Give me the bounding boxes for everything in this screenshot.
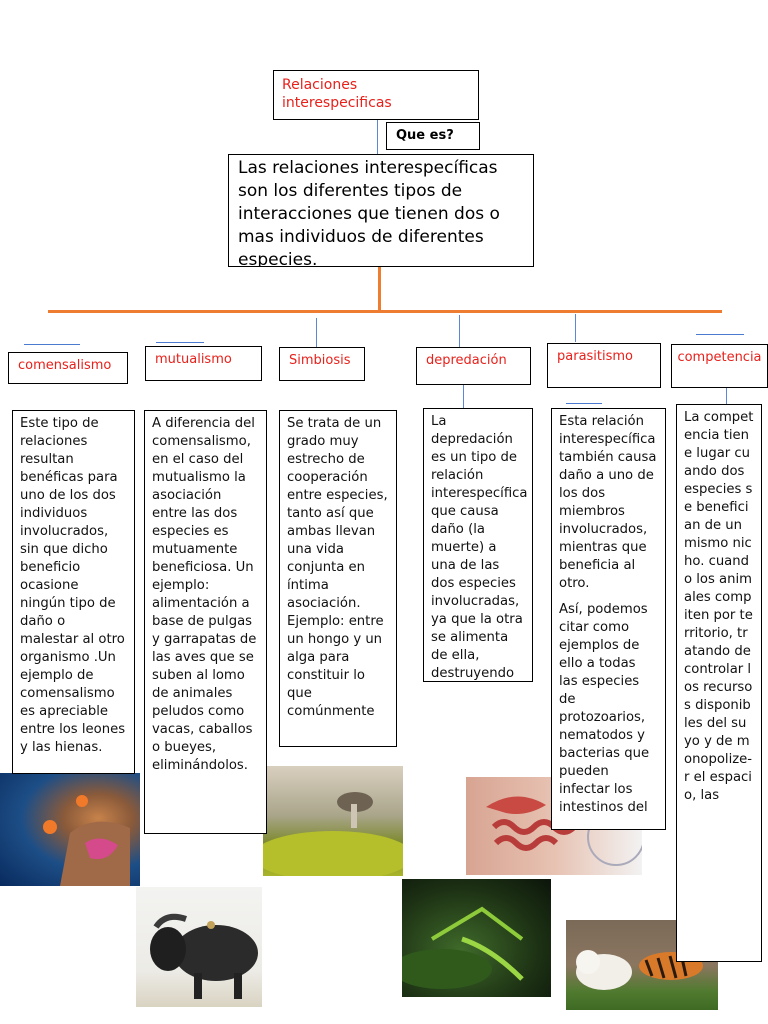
connector-simbiosis — [316, 318, 317, 348]
label-competencia: competencia — [671, 344, 768, 388]
underline-comensalismo — [24, 344, 80, 345]
question-box: Que es? — [386, 122, 480, 150]
label-comensalismo: comensalismo — [8, 352, 128, 384]
underline-competencia — [696, 334, 744, 335]
desc-parasitismo: Esta relación interespecífica también ca… — [551, 408, 666, 830]
desc-depredacion: La depredación es un tipo de relación in… — [423, 408, 533, 682]
connector-depredacion-desc — [463, 384, 464, 408]
branch-stem — [378, 267, 381, 312]
question-text: Que es? — [396, 128, 454, 143]
label-simbiosis: Simbiosis — [279, 347, 365, 381]
branch-line — [48, 310, 722, 313]
label-depredacion: depredación — [416, 347, 531, 385]
connector-competencia-desc — [726, 386, 727, 404]
desc-competencia: La competencia tiene lugar cuando dos es… — [676, 404, 762, 962]
desc-parasitismo-p1: Esta relación interespecífica también ca… — [559, 414, 657, 591]
desc-mutualismo: A diferencia del comensalismo, en el cas… — [144, 410, 267, 834]
definition-text: Las relaciones interespecíficas son los … — [238, 158, 500, 267]
buffalo-oxpecker-image — [136, 887, 262, 1007]
mushroom-moss-image — [263, 766, 403, 876]
desc-simbiosis: Se trata de un grado muy estrecho de coo… — [279, 410, 397, 747]
clownfish-anemone-image — [0, 773, 140, 886]
connector-depredacion — [459, 315, 460, 347]
underline-mutualismo — [156, 342, 204, 343]
desc-comensalismo: Este tipo de relaciones resultan benéfic… — [12, 410, 135, 774]
title-box: Relaciones interespecificas — [273, 70, 479, 120]
label-mutualismo: mutualismo — [145, 346, 262, 381]
connector-title — [377, 118, 378, 156]
connector-parasitismo — [575, 314, 576, 342]
praying-mantis-image — [402, 879, 551, 997]
definition-box: Las relaciones interespecíficas son los … — [228, 154, 534, 267]
underline-parasitismo — [566, 403, 602, 404]
label-parasitismo: parasitismo — [547, 343, 661, 388]
desc-parasitismo-p2: Así, podemos citar como ejemplos de ello… — [559, 602, 650, 815]
title-text: Relaciones interespecificas — [282, 77, 392, 111]
